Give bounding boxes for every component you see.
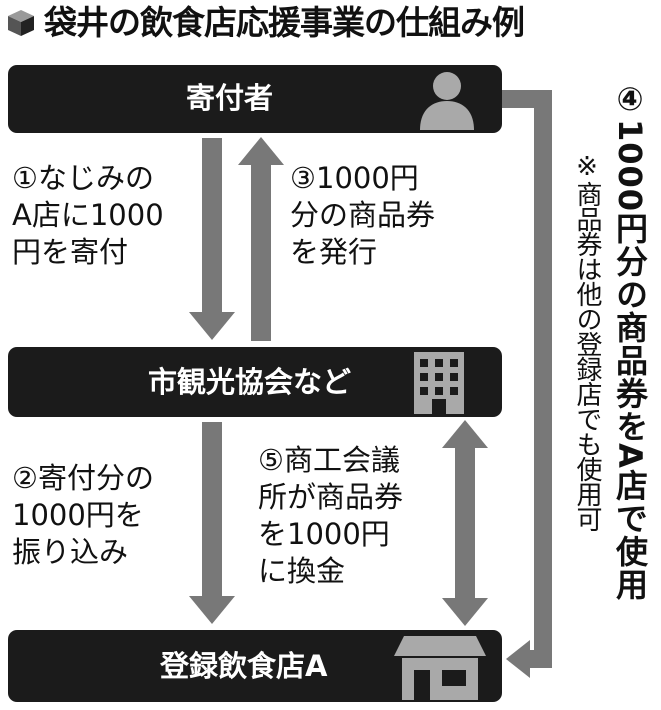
office-building-icon — [414, 352, 464, 414]
arrow-step1-down — [189, 138, 235, 340]
cube-icon — [8, 10, 34, 36]
shop-icon — [394, 636, 486, 700]
node-donor-label: 寄付者 — [186, 81, 274, 115]
node-donor: 寄付者 — [8, 65, 502, 133]
node-association-label: 市観光協会など — [148, 365, 352, 399]
title-row: 袋井の飲食店応援事業の仕組み例 — [0, 0, 661, 46]
step2-text: ②寄付分の 1000円を 振り込み — [12, 461, 154, 569]
arrow-step4-bracket — [500, 90, 552, 678]
arrow-step2-down — [189, 422, 235, 624]
step5-text: ⑤商工会議 所が商品券 を1000円 に換金 — [258, 443, 404, 588]
arrow-step5-double — [442, 420, 488, 626]
node-association: 市観光協会など — [8, 347, 502, 417]
arrow-step3-up — [238, 137, 284, 341]
step1-text: ①なじみの A店に1000 円を寄付 — [12, 161, 164, 269]
node-restaurant: 登録飲食店A — [8, 630, 502, 702]
step4-text: ④1000円分の商品券をA店で使用 — [611, 80, 649, 601]
step4-note: ※商品券は他の登録店でも使用可 — [572, 152, 602, 531]
step3-text: ③1000円 分の商品券 を発行 — [290, 161, 436, 269]
node-restaurant-label: 登録飲食店A — [160, 649, 328, 683]
person-icon — [420, 72, 474, 130]
diagram-title: 袋井の飲食店応援事業の仕組み例 — [44, 3, 525, 42]
